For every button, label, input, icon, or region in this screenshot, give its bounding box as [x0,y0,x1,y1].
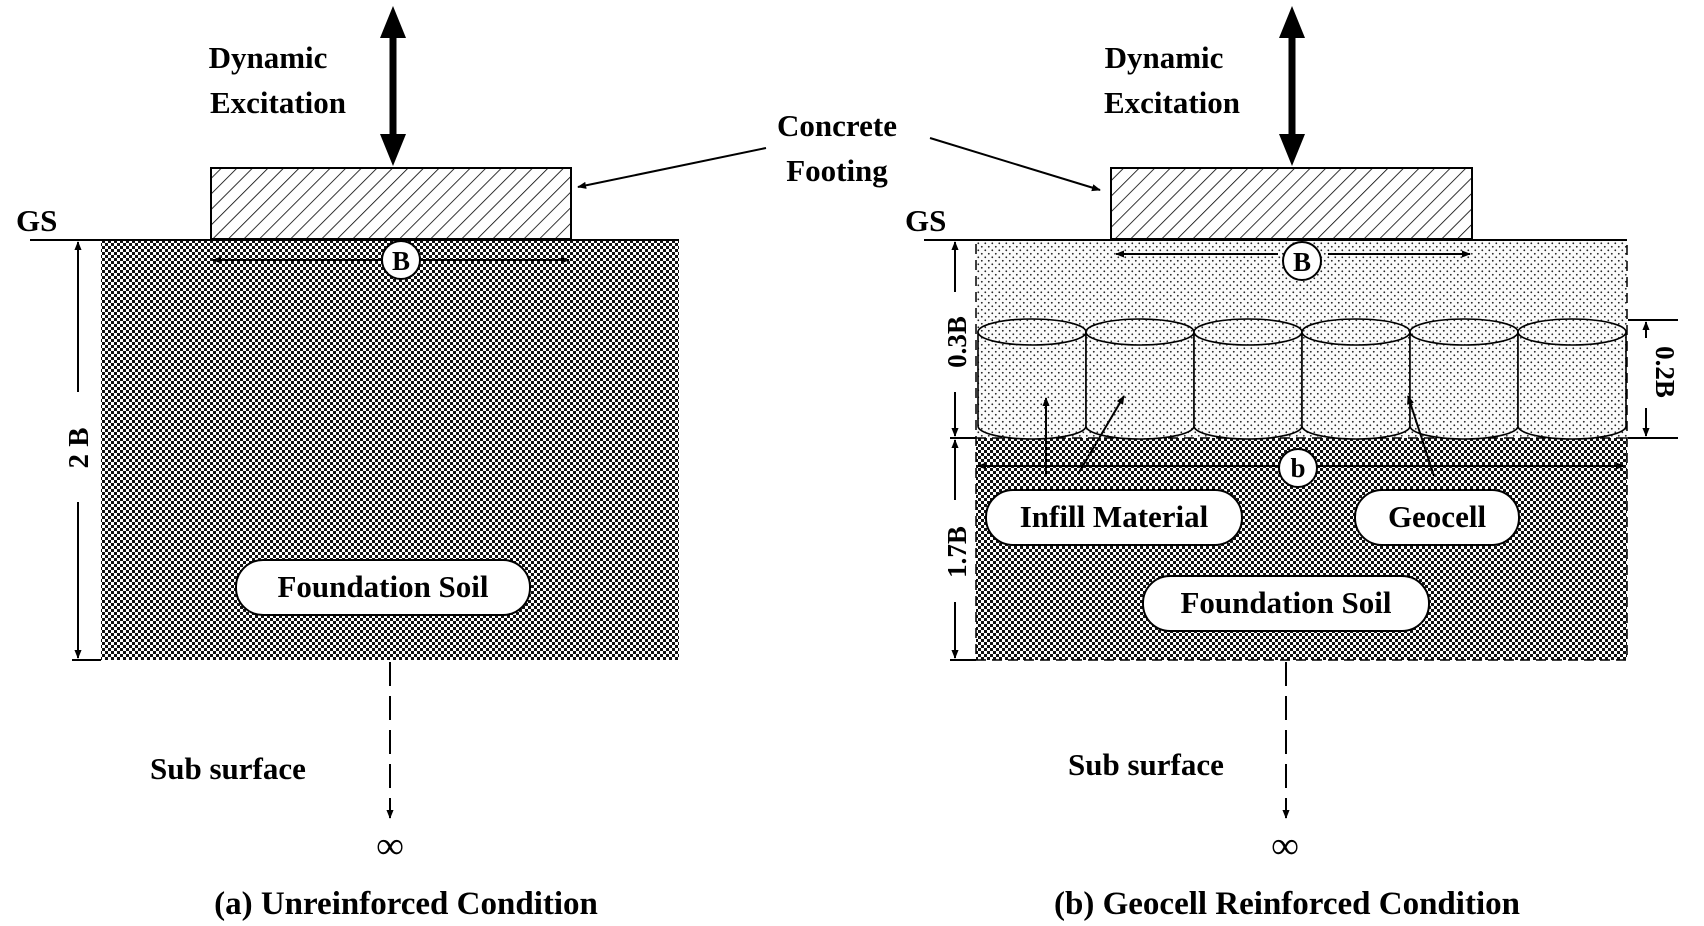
leader-line-right [929,137,1101,192]
geocell-height-label: 0.2B [1650,346,1680,398]
ground-surface-label: GS [905,203,946,238]
panel-b-caption: (b) Geocell Reinforced Condition [1054,886,1520,922]
reinforced-width-label: b [1290,453,1305,483]
footing-width-label: B [1293,247,1311,277]
concrete-footing-label-line1: Concrete [777,108,897,143]
reinforced-width-badge [1278,448,1318,488]
concrete-footing [210,167,572,240]
depth-label: 2 B [63,427,95,468]
subsurface-label: Sub surface [150,751,306,786]
leader-line-left [577,147,767,189]
panel-a-unreinforced: Dynamic Excitation GS B 2 B Foundation S… [16,6,679,922]
infinity-symbol: ∞ [376,825,403,867]
soil-label-badge [235,559,531,616]
top-depth-label: 0.3B [942,316,972,368]
geocell-label: Geocell [1388,499,1487,534]
panel-b-geocell-reinforced: Dynamic Excitation [905,6,1680,922]
excitation-label-line2: Excitation [210,85,346,120]
excitation-arrow-icon [380,6,406,166]
concrete-footing-label-line2: Footing [786,153,888,188]
excitation-label-line2: Excitation [1104,85,1240,120]
lower-depth-label: 1.7B [942,526,972,578]
depth-dimension [950,241,976,661]
soil-label-badge [1142,575,1430,632]
footing-width-badge [1282,241,1322,281]
infill-label: Infill Material [1020,499,1209,534]
concrete-footing [1110,167,1473,240]
concrete-footing-annotation: Concrete Footing [577,108,1101,192]
ground-surface-label: GS [16,203,57,238]
infill-label-badge [985,489,1243,546]
depth-dimension [72,239,101,661]
excitation-label-line1: Dynamic [1105,40,1224,75]
subsurface-label: Sub surface [1068,747,1224,782]
geocell-pointer-arrow [1407,395,1435,477]
footing-width-label: B [392,246,410,276]
geocell-layer [977,318,1627,440]
footing-width-badge [381,240,421,280]
soil-label: Foundation Soil [277,569,488,604]
soil-label: Foundation Soil [1180,585,1391,620]
panel-a-caption: (a) Unreinforced Condition [214,886,598,922]
infill-pointer-arrow-2 [1077,395,1125,475]
excitation-label-line1: Dynamic [209,40,328,75]
excitation-arrow-icon [1279,6,1305,166]
infinity-symbol: ∞ [1271,825,1298,867]
geocell-label-badge [1354,489,1520,546]
geocell-height-dimension [1628,319,1678,439]
